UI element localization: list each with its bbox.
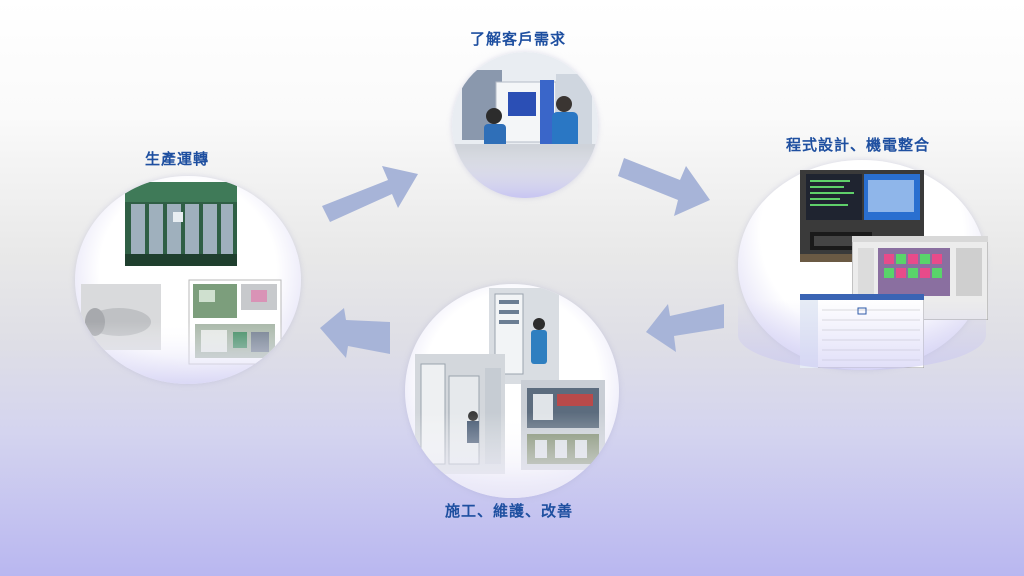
- arrow-production-to-needs: [322, 166, 418, 222]
- arrow-construction-to-production: [320, 308, 390, 358]
- step-label-understand-needs: 了解客戶需求: [470, 30, 567, 48]
- step-label-programming-integration: 程式設計、機電整合: [786, 136, 931, 154]
- step-label-production: 生產運轉: [145, 150, 210, 168]
- meeting-photo: [452, 52, 598, 198]
- construction-photos: [405, 284, 619, 498]
- step-label-construction-maintenance: 施工、維護、改善: [445, 502, 574, 520]
- arrow-needs-to-programming: [618, 158, 710, 216]
- photo-circle-production: [75, 176, 301, 384]
- photo-circle-construction: [405, 284, 619, 498]
- arrow-programming-to-construction: [646, 304, 724, 352]
- photo-circle-understand-needs: [452, 52, 598, 198]
- production-photos: [75, 176, 301, 384]
- right-circle-fade: [738, 300, 986, 370]
